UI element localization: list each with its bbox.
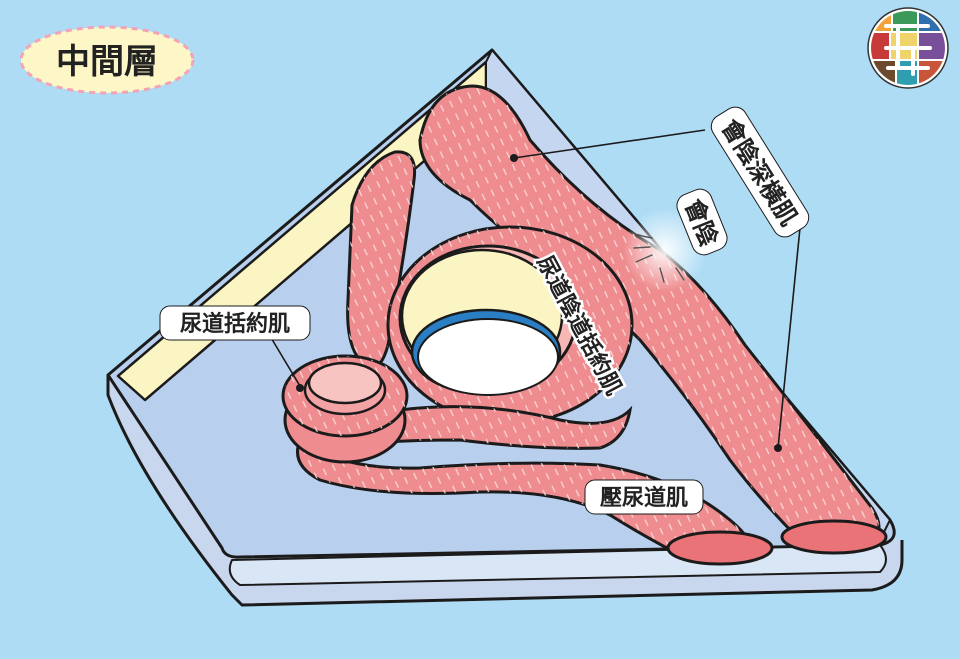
title-badge: 中間層: [19, 25, 195, 95]
leader-lines: [269, 129, 801, 449]
logo-icon: [867, 7, 949, 89]
muscles: [281, 84, 888, 566]
label-compressor-urethrae-text: 壓尿道肌: [600, 485, 688, 511]
label-perineum: 會陰: [676, 188, 728, 256]
label-urethral-sphincter: 尿道括約肌: [159, 305, 311, 341]
page-title: 中間層: [56, 42, 158, 82]
label-deep-transverse-perineal: 會陰深橫肌: [710, 106, 810, 238]
label-compressor-urethrae: 壓尿道肌: [584, 479, 704, 515]
label-urethral-sphincter-text: 尿道括約肌: [180, 311, 290, 337]
leader-dots: [296, 154, 782, 452]
label-deep-transverse-perineal-text: 會陰深橫肌: [715, 114, 802, 231]
